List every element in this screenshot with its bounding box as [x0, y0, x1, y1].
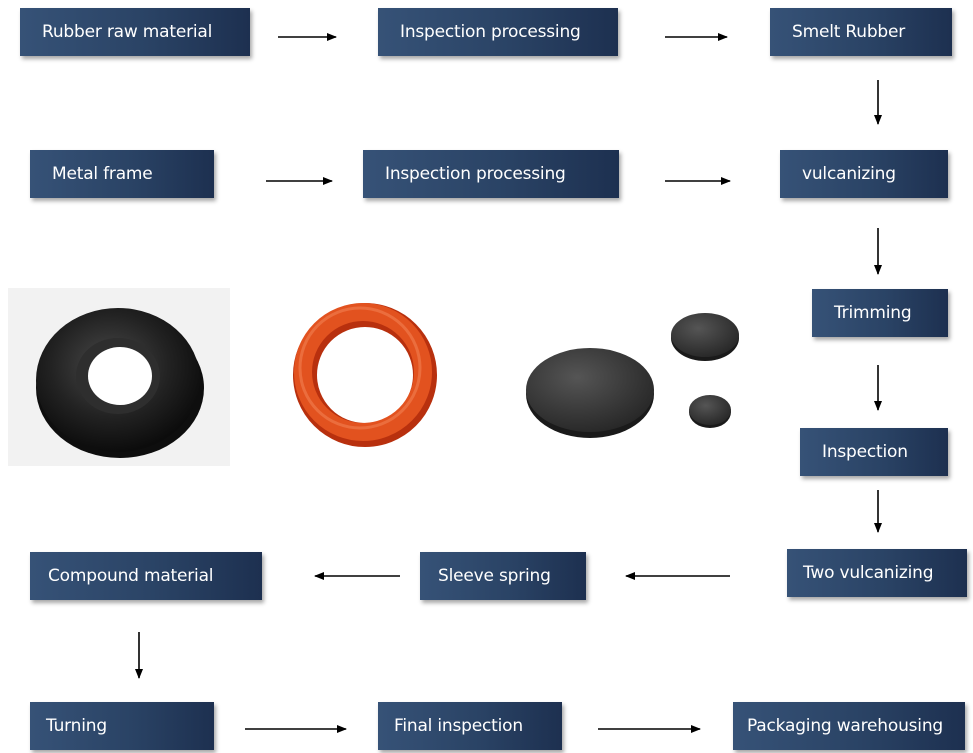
step-inspection-processing-1: Inspection processing — [378, 8, 618, 56]
step-two-vulcanizing: Two vulcanizing — [787, 549, 967, 597]
step-label: Packaging warehousing — [747, 716, 943, 736]
step-metal-frame: Metal frame — [30, 150, 214, 198]
step-final-inspection: Final inspection — [378, 702, 562, 750]
step-label: Smelt Rubber — [792, 22, 906, 42]
step-label: Inspection processing — [400, 22, 581, 42]
step-inspection: Inspection — [800, 428, 948, 476]
oil-seal-image — [8, 288, 230, 466]
step-label: Rubber raw material — [42, 22, 213, 42]
step-label: Trimming — [834, 303, 912, 323]
step-rubber-raw-material: Rubber raw material — [20, 8, 250, 56]
step-label: Metal frame — [52, 164, 153, 184]
step-label: Inspection processing — [385, 164, 566, 184]
o-ring-image — [293, 303, 437, 447]
rubber-discs-image — [526, 313, 739, 438]
step-label: Compound material — [48, 566, 214, 586]
step-inspection-processing-2: Inspection processing — [363, 150, 619, 198]
step-compound-material: Compound material — [30, 552, 262, 600]
step-sleeve-spring: Sleeve spring — [420, 552, 586, 600]
step-vulcanizing: vulcanizing — [780, 150, 948, 198]
step-label: Turning — [46, 716, 107, 736]
step-label: Two vulcanizing — [803, 563, 934, 583]
step-turning: Turning — [30, 702, 214, 750]
step-label: Sleeve spring — [438, 566, 551, 586]
step-label: Inspection — [822, 442, 908, 462]
step-label: Final inspection — [394, 716, 523, 736]
step-packaging-warehousing: Packaging warehousing — [733, 702, 965, 750]
step-smelt-rubber: Smelt Rubber — [770, 8, 952, 56]
step-trimming: Trimming — [812, 289, 948, 337]
step-label: vulcanizing — [802, 164, 896, 184]
